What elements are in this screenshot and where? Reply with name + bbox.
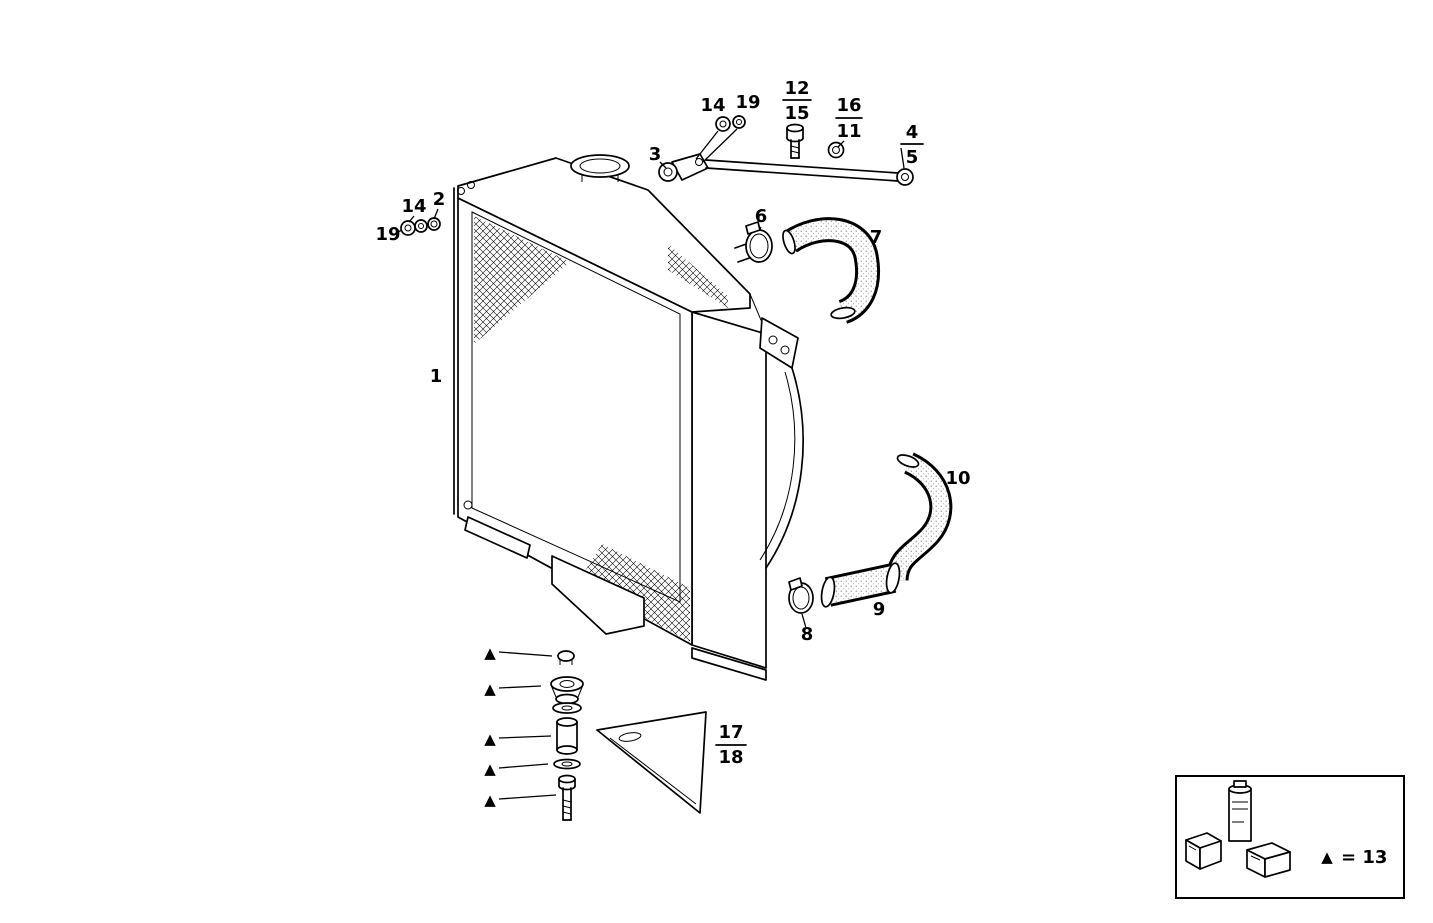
hose-open-end (830, 306, 856, 320)
part-label-9: 9 (873, 599, 886, 620)
triangle-marker: ▲ (484, 644, 496, 662)
part-labels: 19 14 2 1 3 14 19 12 15 16 11 4 5 6 7 10… (375, 78, 970, 768)
part-label-15: 15 (784, 103, 809, 124)
hose-open-end (896, 454, 920, 468)
lower-hose-clamp (788, 577, 814, 629)
bottom-foot (691, 647, 767, 681)
part-label-19: 19 (375, 224, 400, 245)
tank-hatching (668, 244, 728, 308)
core-hatching-upper (474, 216, 570, 344)
triangle-marker: ▲ (484, 791, 496, 809)
radiator-assembly (453, 154, 804, 681)
triangle-marker: ▲ (484, 730, 496, 748)
part-label-7: 7 (870, 227, 883, 248)
shroud-curve-inner (759, 371, 796, 561)
mounting-bracket (596, 711, 707, 814)
bolt-hole (457, 187, 465, 195)
sensor-bracket (658, 153, 709, 182)
bolt-hole (463, 500, 473, 510)
bottom-bracket (551, 555, 645, 635)
part-label-10: 10 (945, 468, 970, 489)
part-label-14: 14 (401, 196, 426, 217)
part-label-2: 2 (433, 189, 446, 210)
bolt-hole (467, 181, 475, 189)
bracket-slot (618, 732, 642, 742)
part-label-18: 18 (718, 747, 743, 768)
part-label-6: 6 (755, 206, 768, 227)
legend-equals-13: = 13 (1341, 847, 1387, 868)
hose-open-end (820, 576, 836, 608)
part-label-8: 8 (801, 624, 814, 645)
bottom-tab (464, 516, 531, 559)
mounting-stud-parts: ▲ ▲ ▲ ▲ ▲ (484, 644, 584, 821)
part-label-17: 17 (718, 722, 743, 743)
bolt-12-15 (786, 123, 804, 159)
legend-triangle-marker: ▲ (1321, 848, 1333, 866)
tie-rod (705, 147, 914, 186)
part-label-19b: 19 (735, 92, 760, 113)
legend-box: ▲ = 13 (1175, 775, 1405, 899)
part-label-4: 4 (906, 122, 919, 143)
parts-boxes-illustration (1185, 780, 1291, 878)
upper-hose-clamp (745, 221, 773, 263)
upper-hose (782, 217, 880, 324)
part-label-16: 16 (836, 95, 861, 116)
radiator-side-panel (691, 311, 767, 669)
washer-16-11 (827, 140, 845, 159)
top-left-washers (395, 208, 441, 236)
part-label-12: 12 (784, 78, 809, 99)
hose-open-end (782, 229, 796, 255)
triangle-marker: ▲ (484, 760, 496, 778)
bracket-washers (695, 115, 746, 163)
side-mount-plate (759, 317, 804, 569)
filler-cap (570, 154, 630, 182)
part-label-5: 5 (906, 147, 919, 168)
part-label-11: 11 (836, 121, 861, 142)
hose-open-end (885, 562, 901, 594)
triangle-marker: ▲ (484, 680, 496, 698)
part-label-1: 1 (430, 366, 443, 387)
shroud-curve (765, 367, 804, 569)
rod-eye (896, 168, 914, 186)
lower-hose-stub (820, 562, 901, 608)
part-label-3: 3 (649, 144, 662, 165)
part-label-14b: 14 (700, 95, 725, 116)
lower-hose (885, 452, 953, 582)
